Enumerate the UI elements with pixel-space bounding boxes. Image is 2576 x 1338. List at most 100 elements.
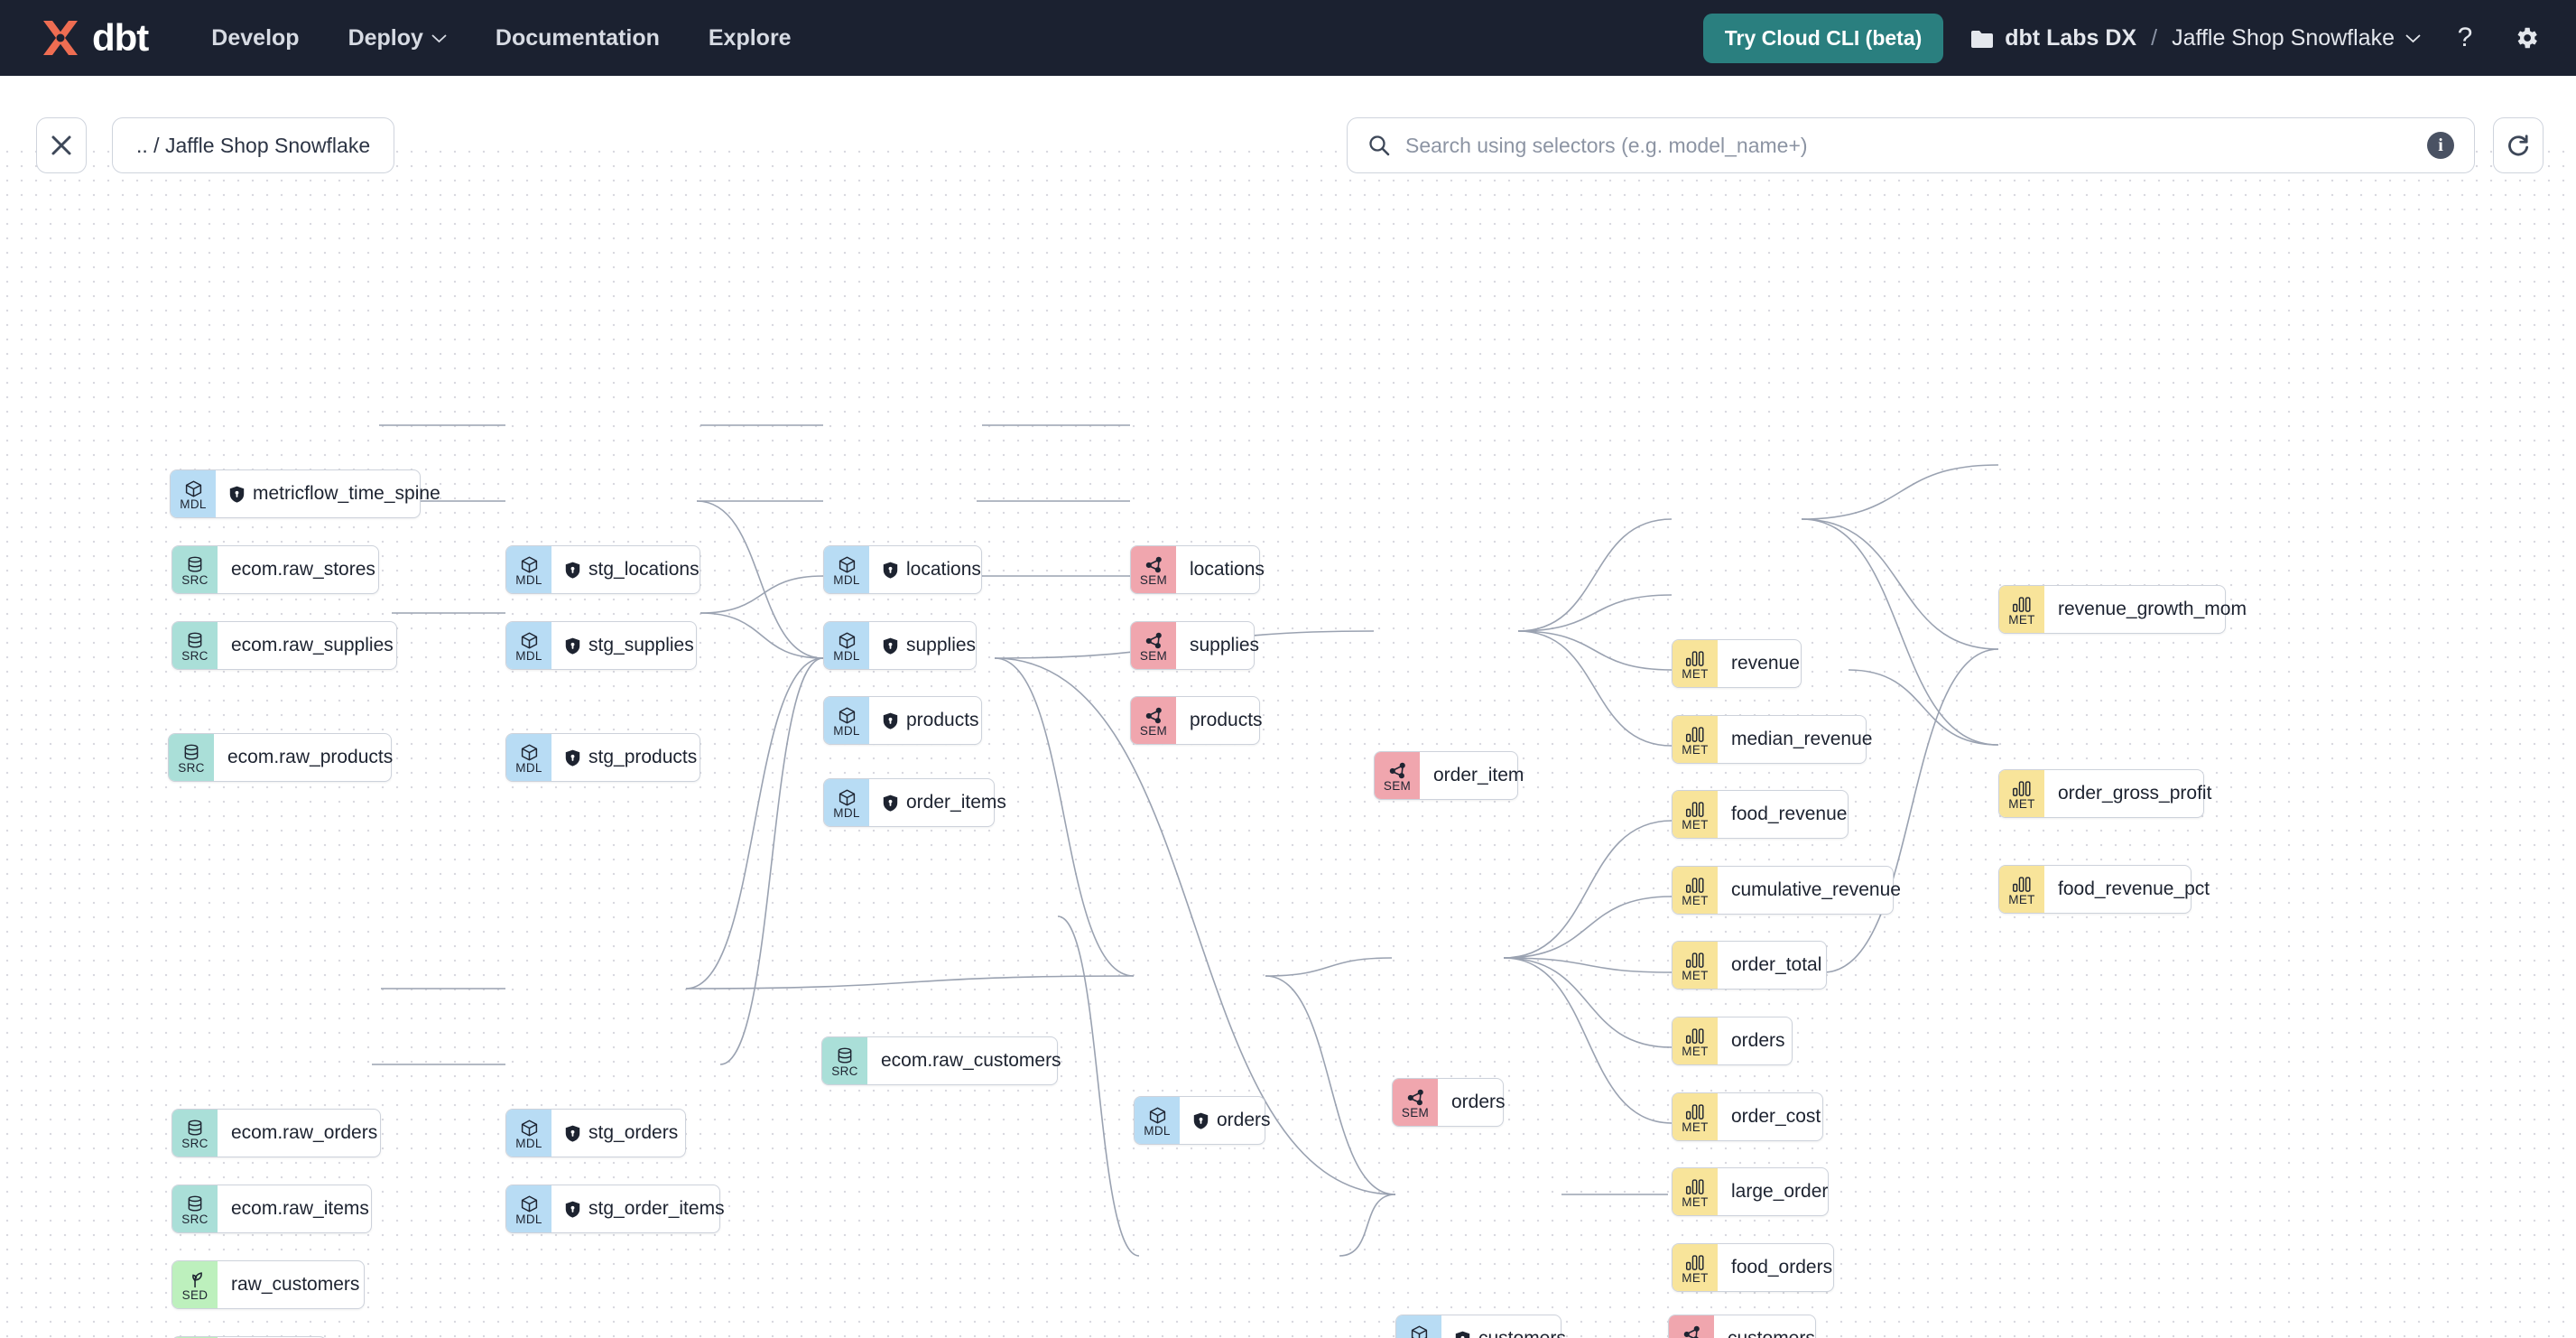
graph-node-sem_customers[interactable]: SEMcustomers [1668,1315,1816,1338]
breadcrumb-separator: / [2151,24,2158,51]
node-type-label: MDL [515,761,542,775]
contract-shield-icon [1193,1112,1209,1129]
node-type-badge-sed: SED [172,1261,218,1308]
node-label: metricflow_time_spine [253,483,440,504]
node-body: ecom.raw_stores [218,546,392,593]
src-icon [836,1046,854,1065]
met-icon [1685,800,1705,819]
lineage-breadcrumb[interactable]: .. / Jaffle Shop Snowflake [112,117,395,173]
nav-documentation[interactable]: Documentation [496,25,660,51]
node-body: order_gross_profit [2044,770,2228,817]
edge-met_food_revenue-to-met_food_revenue_pct [1848,669,1999,746]
search-input[interactable] [1405,133,2427,158]
node-body: ecom.raw_supplies [218,622,410,669]
src-icon [186,631,204,650]
graph-node-customers_mdl[interactable]: MDLcustomers [1395,1315,1566,1338]
edge-order_items-to-orders_mdl [994,657,1135,977]
gear-icon[interactable] [2509,21,2544,55]
node-type-badge-mdl: MDL [506,734,551,781]
node-type-label: SEM [1139,573,1168,587]
met-icon [1685,1102,1705,1121]
node-type-label: SEM [1139,724,1168,738]
node-type-badge-mdl: MDL [1135,1097,1180,1144]
node-label: stg_order_items [588,1198,725,1219]
node-body: raw_customers [218,1261,375,1308]
info-icon[interactable]: i [2427,132,2454,159]
try-cloud-cli-button[interactable]: Try Cloud CLI (beta) [1702,13,1944,63]
met-icon [2012,875,2032,894]
nav-deploy[interactable]: Deploy [348,25,447,51]
src-icon [182,743,200,762]
node-type-badge-mdl: MDL [506,622,551,669]
node-body: order_cost [1718,1093,1837,1140]
node-type-badge-met: MET [1673,942,1718,989]
help-icon[interactable]: ? [2448,21,2482,55]
close-button[interactable] [36,117,87,173]
graph-node-stg_products[interactable]: MDL stg_products [505,733,700,782]
contract-shield-icon [565,1125,580,1142]
node-label: customers [1728,1328,1815,1338]
node-label: food_revenue_pct [2058,878,2210,899]
node-type-badge-met: MET [1999,586,2044,633]
node-label: stg_products [588,747,698,767]
node-type-label: MET [1682,1120,1709,1134]
mdl-icon [520,555,539,574]
graph-node-met_food_revenue_pct[interactable]: MET food_revenue_pct [1998,865,2210,914]
met-icon [1685,1177,1705,1196]
node-body: median_revenue [1718,716,1888,763]
node-body: food_revenue_pct [2044,866,2226,913]
node-type-badge-met: MET [1999,770,2044,817]
refresh-button[interactable] [2493,117,2544,173]
nav-develop[interactable]: Develop [211,25,299,51]
nav-explore[interactable]: Explore [709,25,792,51]
node-type-badge-sem: SEM [1393,1079,1438,1126]
dbt-logo[interactable]: dbt [36,14,149,62]
project-chevron-down-icon[interactable] [2405,31,2421,46]
graph-node-sem_locations[interactable]: SEM locations [1130,545,1265,594]
selector-search-bar[interactable]: i [1347,117,2475,173]
node-label: ecom.raw_items [231,1198,369,1219]
node-type-badge-met: MET [1999,866,2044,913]
node-body: stg_orders [551,1110,694,1157]
node-label: locations [1190,559,1265,580]
account-project-breadcrumb[interactable]: dbt Labs DX / Jaffle Shop Snowflake [1970,25,2421,51]
node-type-badge-met: MET [1673,716,1718,763]
node-body: food_revenue [1718,791,1863,838]
mdl-icon [520,1194,539,1213]
node-type-label: MET [1682,1045,1709,1058]
sem-icon [1682,1324,1701,1338]
